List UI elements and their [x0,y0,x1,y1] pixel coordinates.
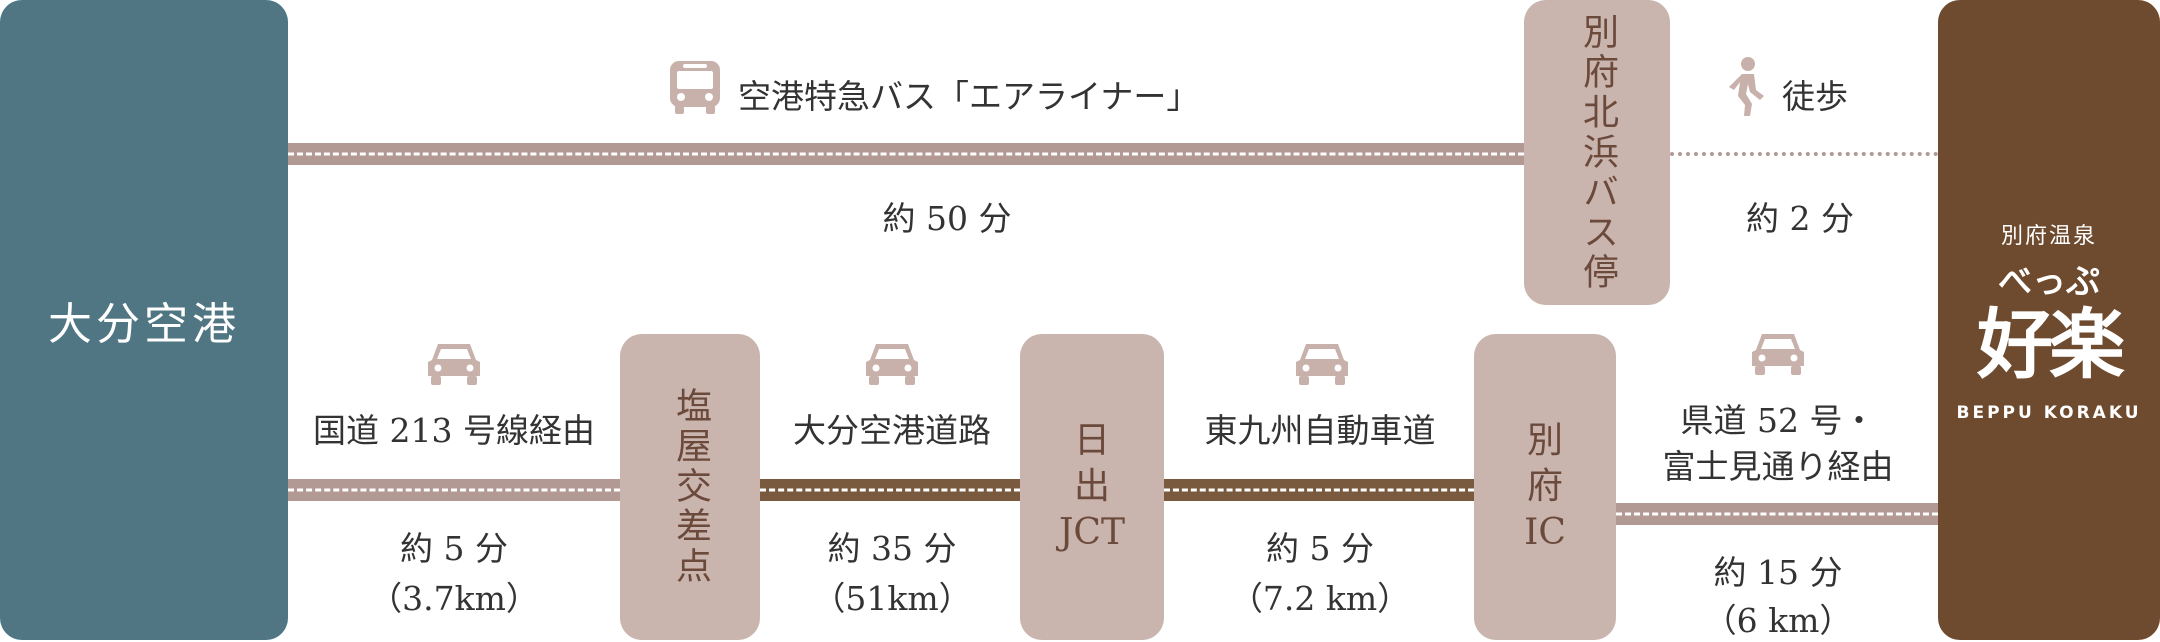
beppu-ic: 別 府 IC [1474,334,1616,640]
segment-4-label-line2: 富士見通り経由 [1662,447,1894,486]
airport-block: 大分空港 [0,0,288,640]
walk-path [1670,152,1938,156]
hiji-jct: 日 出 JCT [1020,334,1164,640]
road-segment-2 [760,479,1020,501]
segment-4-time: 約 15 分 [1713,553,1843,592]
segment-3-distance: （7.2 km） [1229,579,1411,618]
airport-name: 大分空港 [48,299,240,350]
bus-time: 約 50 分 [882,199,1012,238]
hotel-english-name: BEPPU KORAKU [1956,402,2142,423]
stop-3-line3: IC [1524,512,1566,554]
shioya-intersection: 塩屋交差点 [620,334,760,640]
stop-3-line1: 別 [1526,419,1563,461]
car-icon [866,344,918,385]
walk-icon [1729,57,1764,116]
hotel-logo-kanji: 好楽 [1977,299,2125,389]
road-segment-1 [288,479,620,501]
stop-2-line1: 日 [1073,419,1110,461]
car-icon [1752,334,1804,375]
segment-4-distance: （6 km） [1703,601,1853,640]
segment-3-label: 東九州自動車道 [1204,411,1436,450]
bus-road [288,143,1524,165]
hotel-small-label: 別府温泉 [2000,223,2097,249]
stop-3-line2: 府 [1526,465,1563,507]
segment-2-label: 大分空港道路 [793,411,991,450]
segment-4-label-line1: 県道 52 号・ [1680,401,1876,440]
segment-2-distance: （51km） [812,579,972,618]
segment-1-distance: （3.7km） [369,579,539,618]
segment-1-label: 国道 213 号線経由 [313,411,595,450]
segment-2-time: 約 35 分 [827,529,957,568]
road-segment-4 [1616,503,1938,525]
beppu-kitahama-bus-stop: 別府北浜バス停 [1524,0,1670,305]
segment-3-time: 約 5 分 [1266,529,1374,568]
bus-icon [670,61,720,114]
stop-2-line2: 出 [1073,465,1110,507]
car-icon [1296,344,1348,385]
bus-route-label: 空港特急バス「エアライナー」 [738,77,1200,116]
hotel-block: 別府温泉 べっぷ 好楽 BEPPU KORAKU [1938,0,2160,640]
walk-label: 徒歩 [1782,77,1848,116]
stop-2-line3: JCT [1059,512,1125,554]
stop-name-1: 塩屋交差点 [670,387,712,587]
car-icon [428,344,480,385]
walk-time: 約 2 分 [1746,199,1854,238]
bus-stop-name: 別府北浜バス停 [1577,12,1619,293]
segment-1-time: 約 5 分 [400,529,508,568]
road-segment-3 [1164,479,1474,501]
hotel-kana: べっぷ [1998,261,2100,302]
